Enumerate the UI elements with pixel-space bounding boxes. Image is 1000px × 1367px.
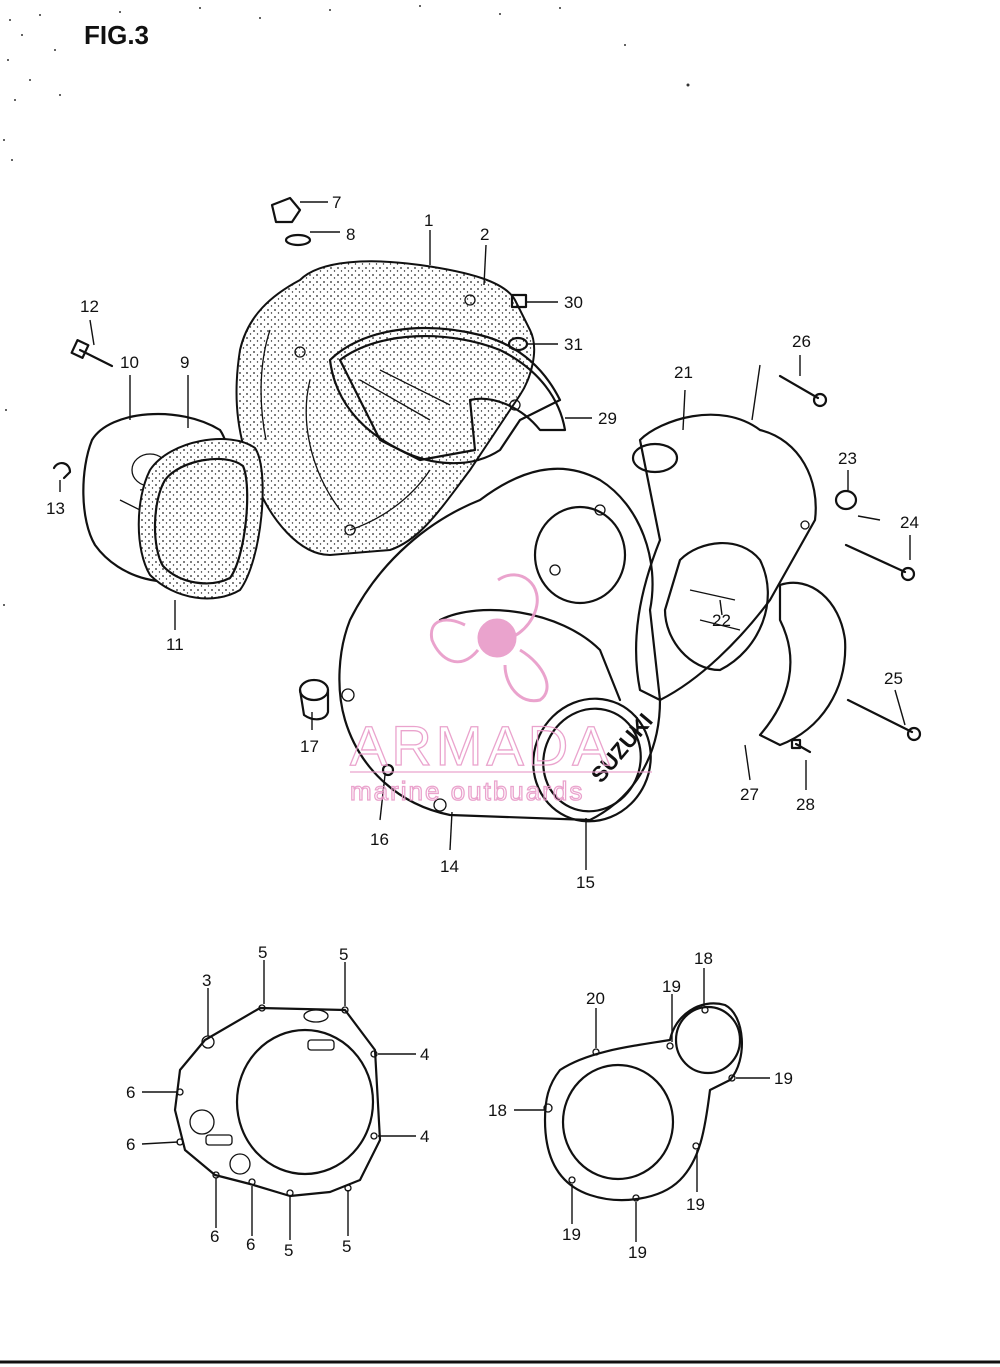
leader-lines-left-cover	[141, 960, 416, 1240]
part-11-gasket	[137, 438, 264, 600]
callout-9: 9	[180, 353, 189, 372]
callout-7: 7	[332, 193, 341, 212]
propeller-logo	[429, 573, 549, 703]
part-14-clutch-cover	[338, 467, 662, 823]
callout-19a: 19	[662, 977, 681, 996]
callout-26: 26	[792, 332, 811, 351]
part-7-cap	[270, 196, 302, 224]
callout-5c: 5	[284, 1241, 293, 1260]
callout-19e: 19	[628, 1243, 647, 1262]
callout-1: 1	[424, 211, 433, 230]
watermark-tagline: marine outbuards	[350, 776, 584, 806]
callout-4a: 4	[420, 1045, 429, 1064]
part-13-clip	[52, 462, 72, 480]
part-28-screw	[790, 738, 812, 754]
callout-25: 25	[884, 669, 903, 688]
callout-2: 2	[480, 225, 489, 244]
scan-noise	[3, 5, 690, 606]
watermark: ARMADA marine outbuards	[349, 573, 652, 807]
part-25-bolt	[846, 698, 922, 742]
part-8-oring	[284, 233, 312, 247]
callout-21: 21	[674, 363, 693, 382]
callouts-right-cover: 20 19 18 19 18 19 19 19	[488, 949, 793, 1262]
callout-19d: 19	[562, 1225, 581, 1244]
callout-11: 11	[166, 635, 184, 654]
part-26-bolt	[778, 374, 828, 408]
callout-27: 27	[740, 785, 759, 804]
callout-24: 24	[900, 513, 919, 532]
callout-8: 8	[346, 225, 355, 244]
callouts-left-cover: 3 5 5 4 4 6 6 6 6 5 5	[126, 943, 429, 1260]
callout-23: 23	[838, 449, 857, 468]
callout-12: 12	[80, 297, 99, 316]
callout-4b: 4	[420, 1127, 429, 1146]
part-22-stator	[663, 541, 769, 672]
callout-13: 13	[46, 499, 65, 518]
part-31-washer	[507, 336, 529, 352]
part-21-generator-cover	[631, 413, 817, 702]
part-30-screw	[510, 293, 528, 309]
callout-16: 16	[370, 830, 389, 849]
part-23-bushing	[834, 489, 858, 511]
part-17-plug	[298, 678, 330, 721]
callouts-upper: 7 8 1 2 30 31 29 12 10 9 13 11 17 16 14 …	[46, 193, 919, 892]
callout-18a: 18	[694, 949, 713, 968]
callout-6b: 6	[126, 1135, 135, 1154]
callout-5a: 5	[258, 943, 267, 962]
callout-28: 28	[796, 795, 815, 814]
callout-10: 10	[120, 353, 139, 372]
callout-31: 31	[564, 335, 583, 354]
callout-6a: 6	[126, 1083, 135, 1102]
part-29-shroud	[338, 334, 567, 462]
callout-18b: 18	[488, 1101, 507, 1120]
figure-title: FIG.3	[84, 20, 149, 50]
callout-22: 22	[712, 611, 731, 630]
callout-14: 14	[440, 857, 459, 876]
callout-17: 17	[300, 737, 319, 756]
part-16-bolt	[381, 763, 395, 777]
callout-19b: 19	[774, 1069, 793, 1088]
callout-6d: 6	[246, 1235, 255, 1254]
watermark-brand: ARMADA	[350, 714, 614, 777]
callout-20: 20	[586, 989, 605, 1008]
part-27-outer-cap	[758, 581, 847, 747]
leader-lines-right-cover	[514, 968, 770, 1242]
right-cover-gasket	[543, 1002, 743, 1202]
part-1-cover-gasket	[235, 260, 562, 557]
part-12-bolt	[70, 339, 114, 368]
callout-3: 3	[202, 971, 211, 990]
callout-5b: 5	[339, 945, 348, 964]
left-cover-gasket	[173, 1004, 382, 1198]
part-24-bolt	[844, 543, 916, 582]
callout-29: 29	[598, 409, 617, 428]
callout-30: 30	[564, 293, 583, 312]
callout-5d: 5	[342, 1237, 351, 1256]
callout-19c: 19	[686, 1195, 705, 1214]
callout-15: 15	[576, 873, 595, 892]
leader-lines-upper	[59, 201, 911, 870]
callout-6c: 6	[210, 1227, 219, 1246]
